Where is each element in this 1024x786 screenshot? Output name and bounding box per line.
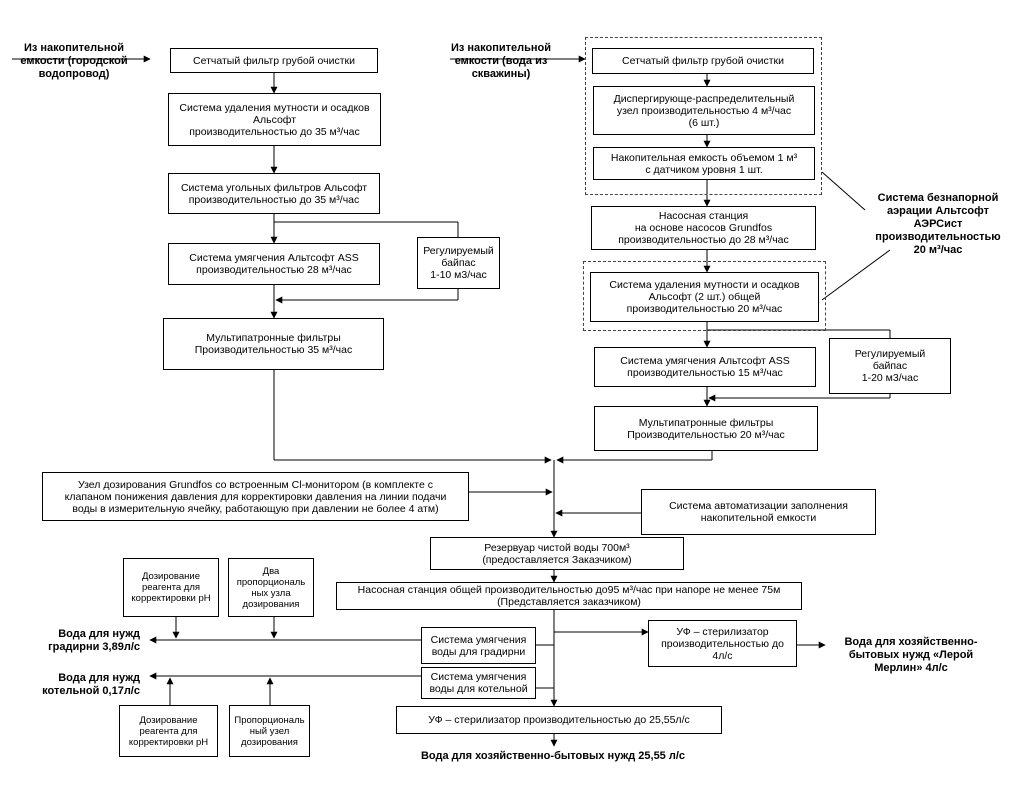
grundfos-dosing-unit: Узел дозирования Grundfos со встроенным … [42, 472, 469, 521]
aeration-leader-2 [821, 249, 891, 301]
right-pump-station: Насосная станция на основе насосов Grund… [591, 206, 816, 250]
filling-automation-system: Система автоматизации заполнения накопит… [641, 489, 876, 535]
right-coarse-filter: Сетчатый фильтр грубой очистки [592, 48, 814, 74]
aeration-leader-1 [821, 171, 866, 211]
input-city-label: Из накопительной емкости (городской водо… [20, 42, 128, 80]
left-coarse-filter: Сетчатый фильтр грубой очистки [170, 48, 378, 73]
left-bypass: Регулируемый байпас 1-10 м3/час [417, 237, 500, 289]
right-softening: Система умягчения Альтсофт ASS производи… [594, 347, 816, 387]
right-bypass: Регулируемый байпас 1-20 м3/час [829, 338, 951, 394]
clean-water-reservoir: Резервуар чистой воды 700м³ (предоставля… [430, 537, 684, 570]
output-boiler-room: Вода для нужд котельной 0,17л/с [42, 672, 140, 697]
aeration-group-top [585, 37, 822, 195]
uv-sterilizer-big: УФ – стерилизатор производительностью до… [396, 706, 722, 734]
output-household-small: Вода для хозяйственно- бытовых нужд «Лер… [844, 636, 978, 674]
ph-dosing-bottom: Дозирование реагента для корректировки p… [119, 705, 218, 757]
right-storage-tank: Накопительная емкость объемом 1 м³ с дат… [593, 147, 815, 180]
left-multicartridge: Мультипатронные фильтры Производительнос… [163, 318, 384, 370]
output-household-big: Вода для хозяйственно-бытовых нужд 25,55… [420, 750, 686, 762]
left-softening: Система умягчения Альтсофт ASS производи… [168, 243, 380, 285]
proportional-unit-bottom: Пропорциональ ный узел дозирования [229, 705, 310, 757]
ph-dosing-top: Дозирование реагента для корректировки p… [123, 558, 219, 617]
softening-boiler-room: Система умягчения воды для котельной [421, 667, 536, 699]
aeration-group-bottom [583, 261, 826, 331]
uv-sterilizer-small: УФ – стерилизатор производительностью до… [648, 620, 797, 667]
left-turbidity-system: Система удаления мутности и осадков Альс… [168, 93, 381, 146]
output-cooling-tower: Вода для нужд градирни 3,89л/с [48, 628, 140, 653]
right-multicartridge: Мультипатронные фильтры Производительнос… [594, 406, 818, 451]
softening-cooling-tower: Система умягчения воды для градирни [421, 627, 536, 664]
right-turbidity-system: Система удаления мутности и осадков Альс… [590, 272, 819, 322]
right-dispersing-unit: Диспергирующе-распределительный узел про… [593, 86, 815, 135]
general-pump-station: Насосная станция общей производительност… [336, 582, 802, 610]
left-carbon-filters: Система угольных фильтров Альсофт произв… [168, 173, 380, 214]
two-proportional-units: Два пропорциональ ных узла дозирования [228, 558, 314, 617]
aeration-system-label: Система безнапорной аэрации Альтсофт АЭР… [875, 192, 1001, 256]
input-well-label: Из накопительной емкости (вода из скважи… [450, 42, 552, 80]
